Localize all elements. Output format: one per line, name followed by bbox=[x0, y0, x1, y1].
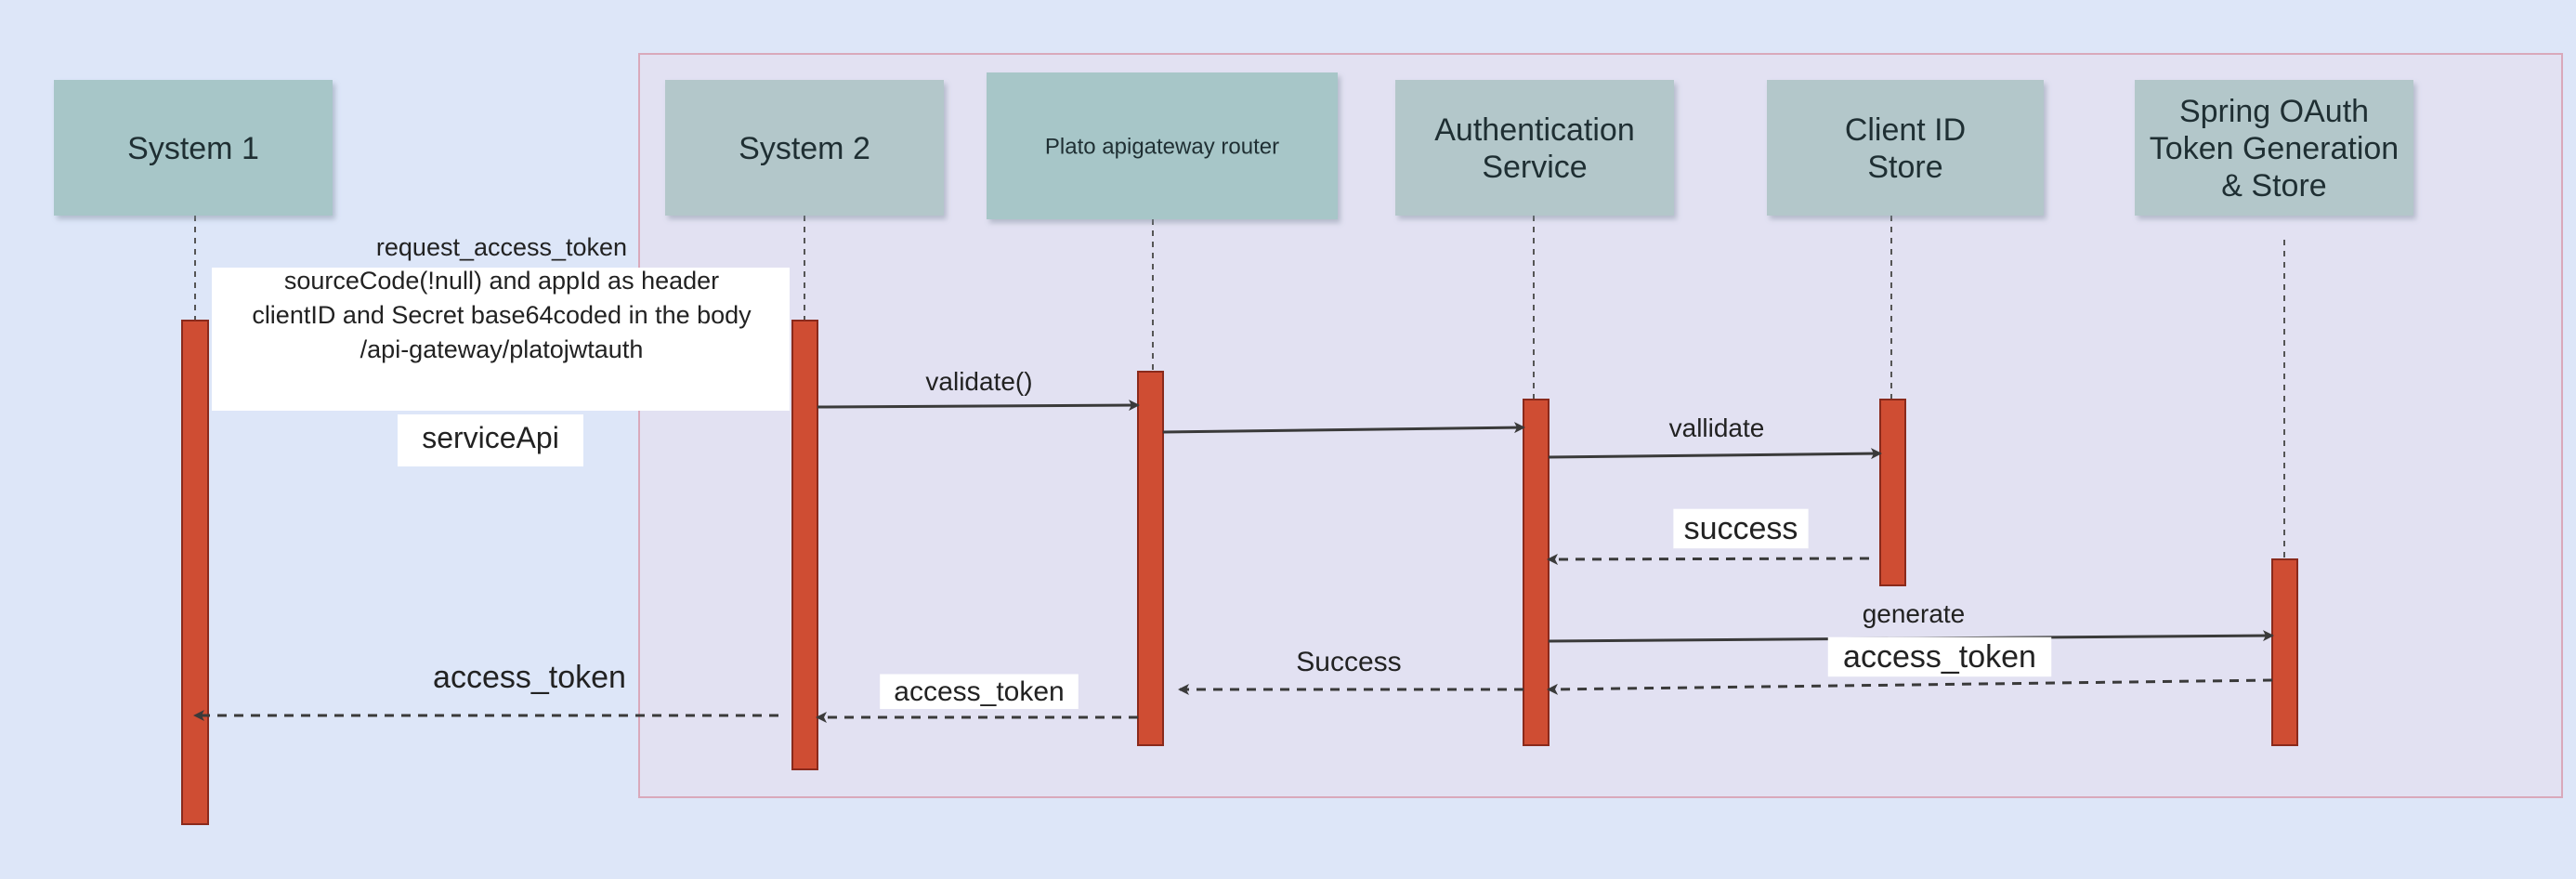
message-arrow bbox=[1547, 553, 1870, 565]
message-arrow bbox=[1162, 422, 1525, 434]
message-arrow bbox=[817, 400, 1140, 412]
actor-box bbox=[1395, 80, 1674, 216]
actor-router: Plato apigateway router bbox=[987, 72, 1338, 219]
message-label: access_token bbox=[433, 660, 626, 695]
message-label: access_token bbox=[1843, 639, 2036, 675]
activation-bar-system1 bbox=[181, 320, 209, 825]
lifelines bbox=[194, 216, 2285, 559]
request-note-layer: request_access_token sourceCode(!null) an… bbox=[212, 233, 790, 466]
actor-label: Spring OAuth bbox=[2179, 94, 2369, 129]
request-note-line: /api-gateway/platojwtauth bbox=[360, 335, 644, 363]
activation-bar-oauth bbox=[2271, 558, 2298, 746]
message-arrow bbox=[1547, 678, 2273, 695]
message-label: Success bbox=[1296, 647, 1401, 677]
message-label-bg bbox=[1673, 508, 1809, 549]
service-api-label: serviceApi bbox=[422, 421, 559, 454]
activation-bar-clientid bbox=[1879, 399, 1906, 586]
actor-box bbox=[2135, 80, 2413, 216]
message-label: generate bbox=[1863, 599, 1966, 628]
actor-label: Client ID bbox=[1845, 112, 1966, 148]
actor-label: Store bbox=[1867, 150, 1942, 185]
message-label: validate() bbox=[925, 367, 1032, 396]
activation-bar-system2 bbox=[791, 320, 818, 770]
messages: validate() vallidate success generate access… bbox=[193, 367, 2274, 723]
message-validate: validate() bbox=[817, 367, 1140, 412]
actor-label: System 1 bbox=[127, 131, 259, 166]
actor-label: & Store bbox=[2221, 168, 2326, 203]
request-note-line: request_access_token bbox=[376, 233, 627, 261]
actor-box bbox=[665, 80, 944, 216]
actor-system2: System 2 bbox=[665, 80, 944, 216]
message-success-router: Success bbox=[1178, 647, 1523, 695]
message-label: vallidate bbox=[1669, 413, 1765, 442]
activation-bar-router bbox=[1137, 371, 1164, 746]
activation-bar-auth bbox=[1523, 399, 1550, 746]
actor-system1: System 1 bbox=[54, 80, 333, 216]
message-label-bg bbox=[880, 674, 1079, 709]
message-access-token-system1: access_token bbox=[193, 660, 778, 721]
message-vallidate: vallidate bbox=[1548, 413, 1882, 460]
message-label: access_token bbox=[894, 676, 1064, 707]
request-note-line: sourceCode(!null) and appId as header bbox=[284, 267, 719, 295]
request-note-box bbox=[212, 268, 790, 411]
message-label: success bbox=[1684, 511, 1798, 546]
service-api-box bbox=[398, 414, 583, 466]
activation-bars bbox=[181, 320, 2298, 825]
actor-box bbox=[1767, 80, 2044, 216]
message-router-to-auth bbox=[1162, 422, 1525, 434]
request-note-line: clientID and Secret base64coded in the b… bbox=[252, 301, 752, 329]
actors: System 1 System 2 Plato apigateway router A… bbox=[54, 72, 2413, 219]
actor-label: System 2 bbox=[739, 131, 870, 166]
actor-label: Plato apigateway router bbox=[1045, 134, 1279, 159]
actor-label: Token Generation bbox=[2150, 131, 2399, 166]
message-arrow bbox=[1548, 448, 1882, 460]
message-access-token-oauth: access_token bbox=[1547, 636, 2273, 695]
message-success: success bbox=[1547, 508, 1870, 565]
actor-box bbox=[54, 80, 333, 216]
actor-box bbox=[987, 72, 1338, 219]
actor-label: Service bbox=[1482, 150, 1587, 185]
message-label-bg bbox=[1827, 636, 2052, 677]
actor-label: Authentication bbox=[1434, 112, 1635, 148]
message-access-token-router: access_token bbox=[816, 674, 1138, 723]
